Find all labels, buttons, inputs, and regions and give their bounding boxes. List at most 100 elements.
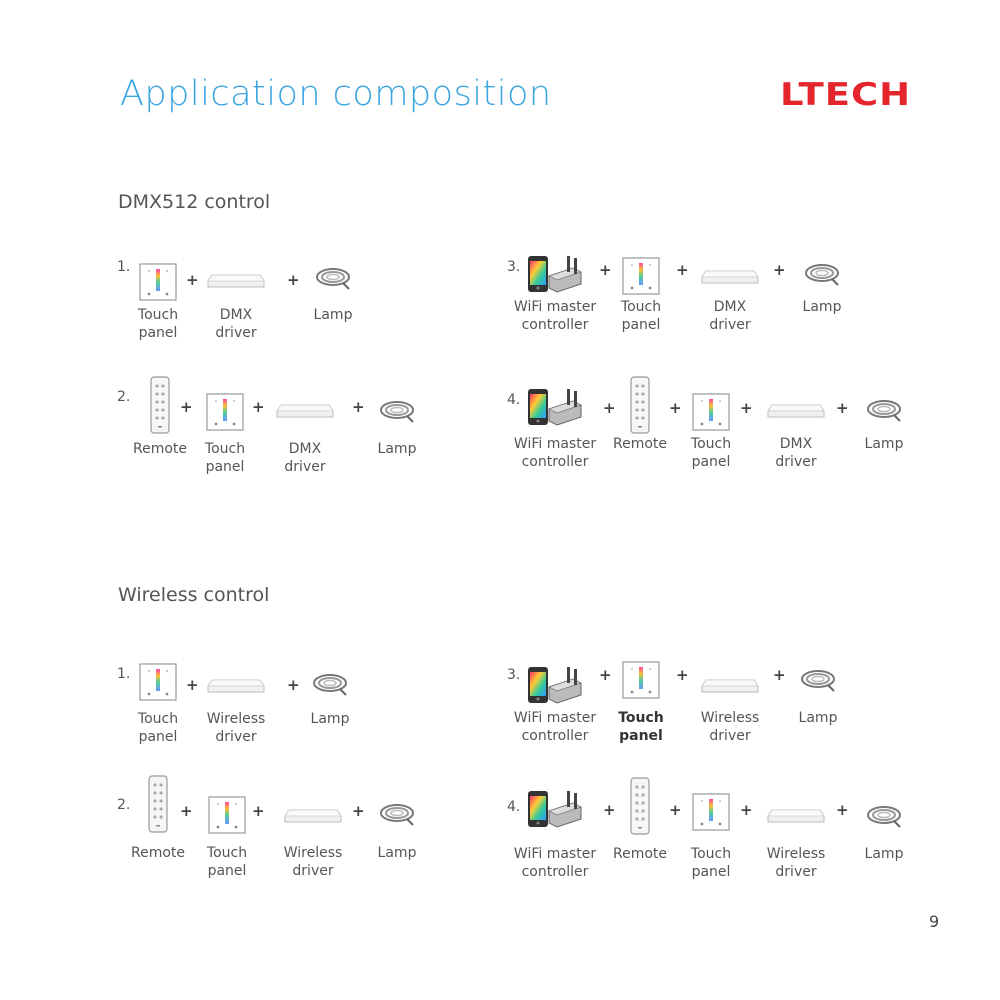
lamp-device-icon	[800, 667, 836, 697]
plus-sign: +	[740, 399, 753, 417]
step-number: 3.	[507, 667, 521, 683]
component-label: Lamp	[864, 846, 904, 862]
component-label: Lamp	[377, 845, 417, 861]
component-label: Lamp	[313, 307, 353, 323]
wifi-device-icon	[527, 254, 583, 300]
component-label: Lamp	[798, 710, 838, 726]
component-label: Lamp	[310, 711, 350, 727]
plus-sign: +	[669, 399, 682, 417]
step-number: 4.	[507, 799, 521, 815]
plus-sign: +	[603, 801, 616, 819]
remote-device-icon	[150, 376, 170, 438]
plus-sign: +	[252, 398, 265, 416]
wifi-device-icon	[527, 789, 583, 835]
driver-device-icon	[766, 804, 826, 830]
lamp-device-icon	[804, 261, 840, 291]
page-title: Application composition	[120, 74, 552, 114]
driver-device-icon	[206, 674, 266, 700]
lamp-device-icon	[312, 671, 348, 701]
plus-sign: +	[180, 398, 193, 416]
touch-device-icon	[206, 393, 244, 435]
plus-sign: +	[186, 676, 199, 694]
touch-device-icon	[622, 661, 660, 703]
lamp-device-icon	[315, 265, 351, 295]
plus-sign: +	[599, 261, 612, 279]
lamp-device-icon	[379, 801, 415, 831]
touch-device-icon	[692, 793, 730, 835]
plus-sign: +	[603, 399, 616, 417]
plus-sign: +	[676, 261, 689, 279]
touch-device-icon	[692, 393, 730, 435]
wifi-device-icon	[527, 665, 583, 711]
component-label: Lamp	[864, 436, 904, 452]
remote-device-icon	[630, 376, 650, 438]
step-number: 4.	[507, 392, 521, 408]
step-number: 1.	[117, 259, 131, 275]
plus-sign: +	[252, 802, 265, 820]
plus-sign: +	[287, 271, 300, 289]
plus-sign: +	[599, 666, 612, 684]
plus-sign: +	[836, 399, 849, 417]
step-number: 3.	[507, 259, 521, 275]
driver-device-icon	[766, 399, 826, 425]
lamp-device-icon	[866, 397, 902, 427]
step-number: 1.	[117, 666, 131, 682]
remote-device-icon	[630, 777, 650, 839]
touch-device-icon	[139, 263, 177, 305]
driver-device-icon	[275, 399, 335, 425]
brand-logo: LTECH	[780, 76, 912, 113]
component-label: Remote	[132, 441, 188, 457]
driver-device-icon	[283, 804, 343, 830]
component-label: Remote	[612, 846, 668, 862]
touch-device-icon	[208, 796, 246, 838]
remote-device-icon	[148, 775, 168, 837]
wifi-device-icon	[527, 387, 583, 433]
touch-device-icon	[139, 663, 177, 705]
touch-device-icon	[622, 257, 660, 299]
driver-device-icon	[700, 674, 760, 700]
driver-device-icon	[700, 265, 760, 291]
plus-sign: +	[352, 802, 365, 820]
plus-sign: +	[676, 666, 689, 684]
driver-device-icon	[206, 269, 266, 295]
plus-sign: +	[287, 676, 300, 694]
plus-sign: +	[352, 398, 365, 416]
plus-sign: +	[669, 801, 682, 819]
plus-sign: +	[773, 666, 786, 684]
section-heading-wireless: Wireless control	[118, 584, 270, 606]
page-number: 9	[929, 912, 940, 931]
component-label: Lamp	[802, 299, 842, 315]
plus-sign: +	[773, 261, 786, 279]
plus-sign: +	[186, 271, 199, 289]
plus-sign: +	[740, 801, 753, 819]
component-label: Remote	[612, 436, 668, 452]
lamp-device-icon	[866, 803, 902, 833]
lamp-device-icon	[379, 398, 415, 428]
plus-sign: +	[836, 801, 849, 819]
component-label: Lamp	[377, 441, 417, 457]
component-label: Remote	[130, 845, 186, 861]
step-number: 2.	[117, 797, 131, 813]
plus-sign: +	[180, 802, 193, 820]
step-number: 2.	[117, 389, 131, 405]
